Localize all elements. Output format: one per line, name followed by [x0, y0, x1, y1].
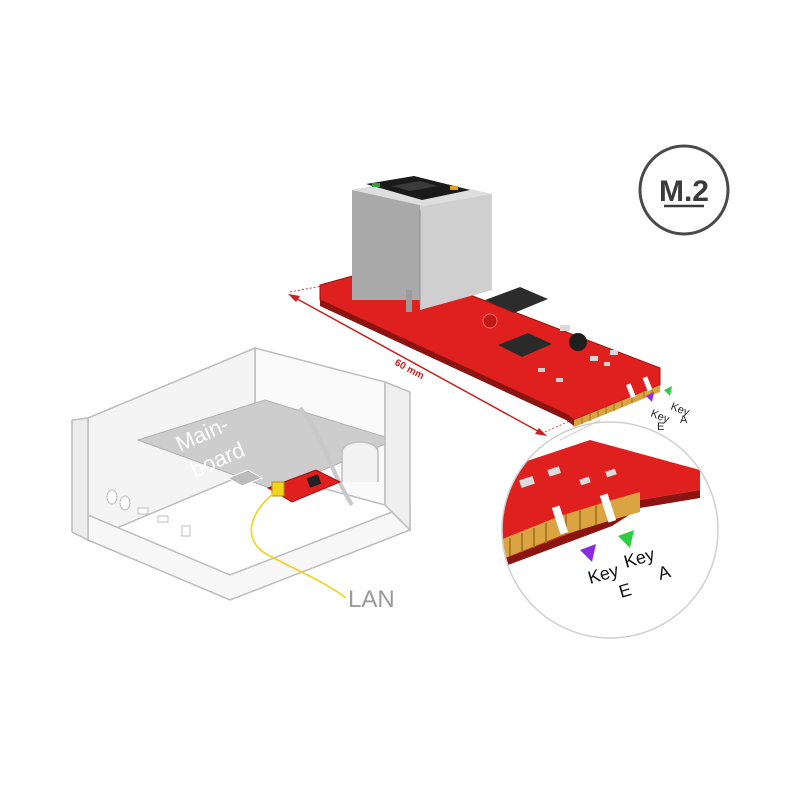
key-a-marker [664, 386, 672, 396]
zoom-detail-circle: Key Key E A [501, 421, 719, 639]
key-a-marker-large [618, 530, 634, 548]
key-e-marker [646, 392, 654, 402]
controller-chip [498, 333, 552, 357]
rj45-port [352, 176, 492, 312]
installed-m2-card [266, 469, 342, 503]
key-a-letter-large: A [656, 561, 673, 584]
key-e-letter-small: E [657, 421, 664, 433]
lan-cable: LAN [250, 489, 395, 613]
inductor [569, 333, 587, 351]
key-labels-small: Key Key E A [646, 386, 691, 433]
key-a-letter-small: A [680, 414, 688, 426]
key-e-letter-large: E [617, 579, 634, 602]
m2-lan-card [319, 176, 661, 427]
zoom-gold-pins [502, 500, 612, 560]
key-e-marker-large [580, 544, 596, 562]
m2-badge-label: M.2 [659, 175, 709, 208]
pc-enclosure: Main- board [71, 346, 411, 601]
pcb-components [482, 287, 618, 382]
m2-badge: M.2 [638, 144, 730, 236]
lan-label: LAN [348, 586, 395, 613]
